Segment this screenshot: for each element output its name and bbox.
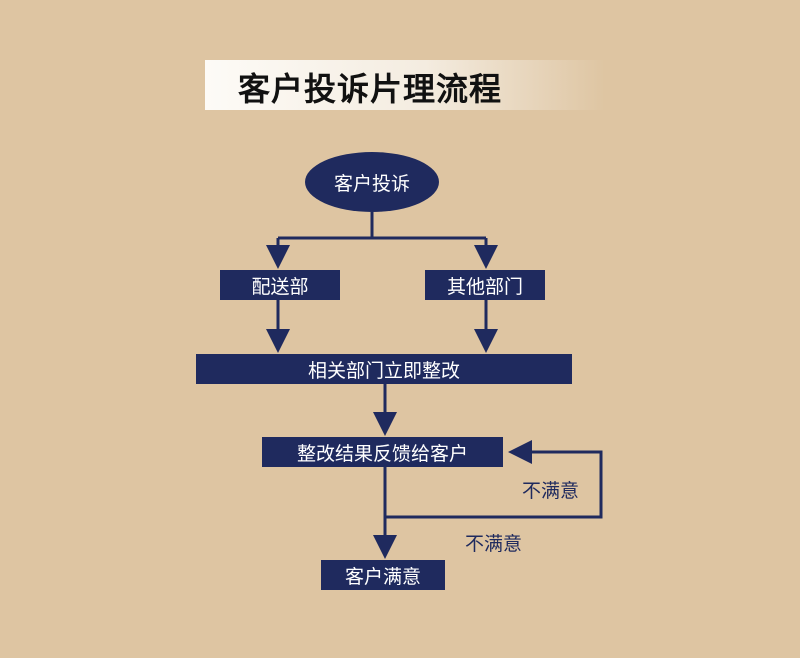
label-loop: 不满意 — [522, 480, 580, 502]
edge-loop — [385, 440, 603, 519]
node-satisfied: 客户满意 — [321, 560, 445, 590]
node-start: 客户投诉 — [305, 152, 439, 212]
node-other: 其他部门 — [425, 270, 545, 300]
title-banner — [205, 60, 605, 110]
node-feedback: 整改结果反馈给客户 — [262, 437, 503, 467]
page-title: 客户投诉片理流程 — [238, 70, 503, 108]
node-delivery: 配送部 — [220, 270, 340, 300]
label-down: 不满意 — [465, 533, 523, 555]
edge-start — [278, 212, 486, 240]
node-rectify: 相关部门立即整改 — [196, 354, 572, 384]
